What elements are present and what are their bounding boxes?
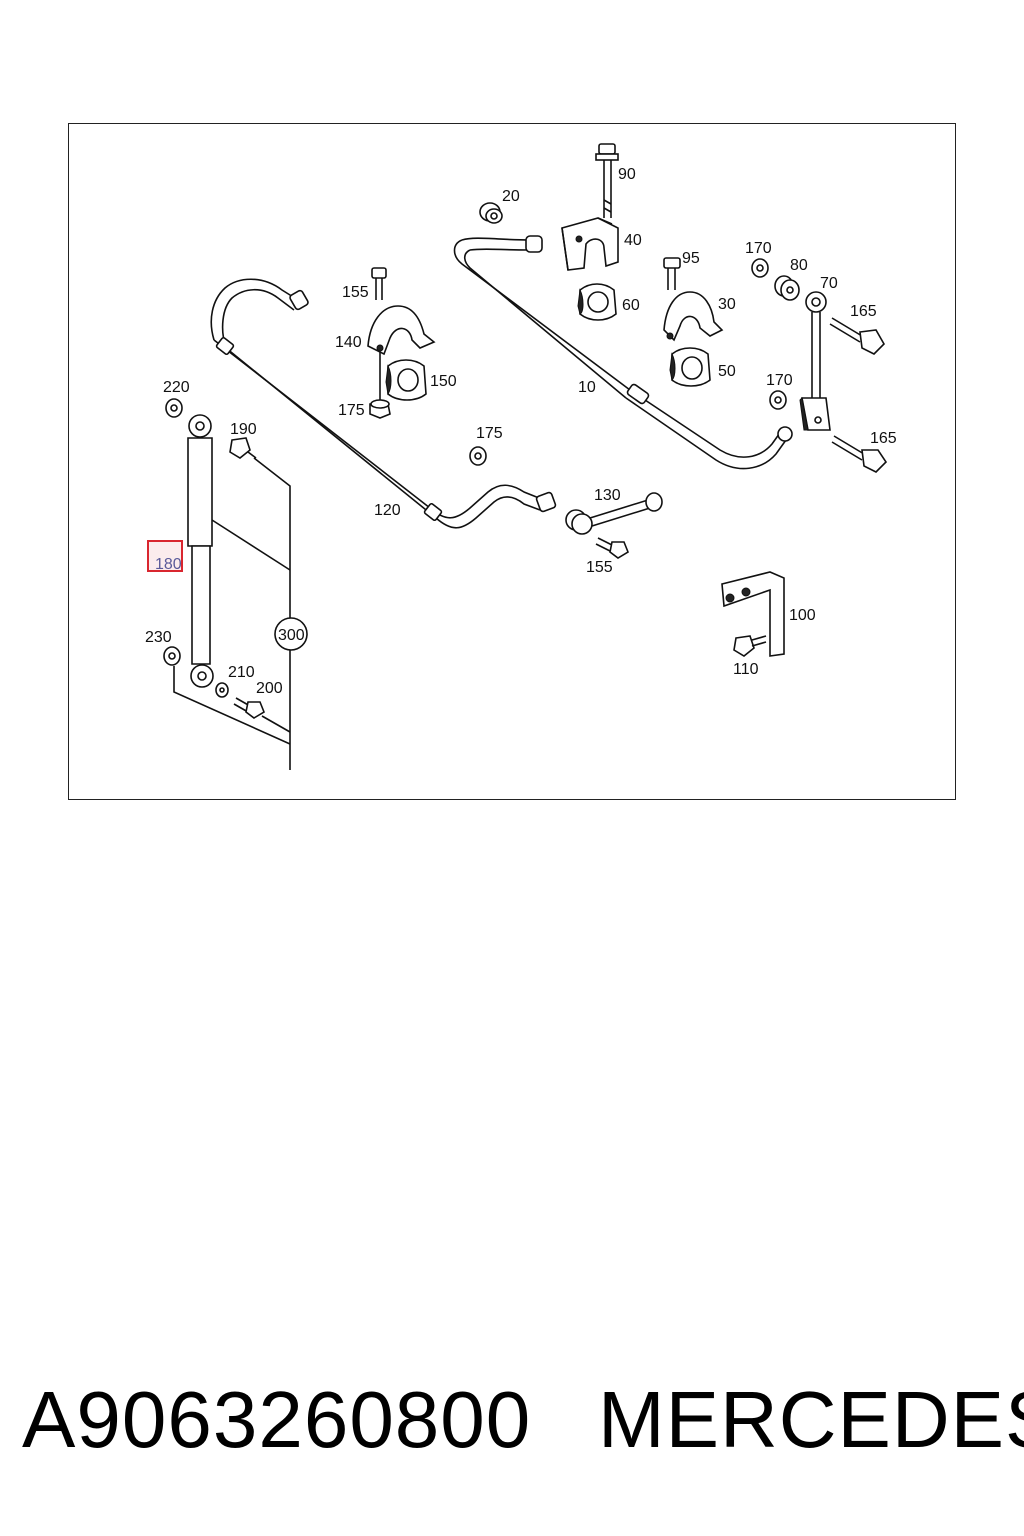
label-20: 20: [502, 188, 520, 205]
bolt-190: [229, 437, 257, 459]
clamp-40: [561, 217, 619, 271]
label-50: 50: [718, 363, 736, 380]
part-number: A9063260800: [22, 1375, 532, 1464]
washer-210: [215, 682, 229, 698]
label-180: 180: [155, 556, 182, 573]
label-165-top: 165: [850, 303, 877, 320]
label-95: 95: [682, 250, 700, 267]
highlight-box-180: [147, 540, 183, 572]
bolt-165-bottom: [831, 435, 888, 473]
washer-170-lower: [769, 390, 787, 410]
label-300: 300: [278, 627, 305, 644]
label-140: 140: [335, 334, 362, 351]
assembly-bracket-300: [173, 457, 308, 770]
label-130: 130: [594, 487, 621, 504]
bolt-165-top: [829, 317, 885, 355]
stabilizer-bar-10: [453, 235, 793, 470]
bracket-100: [721, 571, 785, 657]
label-165-bottom: 165: [870, 430, 897, 447]
bushing-80: [774, 275, 800, 301]
stabilizer-bar-120: [210, 278, 557, 529]
rubber-mount-50: [669, 347, 711, 387]
bolt-95: [663, 257, 681, 290]
label-120: 120: [374, 502, 401, 519]
washer-220: [165, 398, 183, 418]
label-200: 200: [256, 680, 283, 697]
label-190: 190: [230, 421, 257, 438]
label-10: 10: [578, 379, 596, 396]
shock-absorber-180: [187, 414, 214, 688]
washer-170-top: [751, 258, 769, 278]
label-70: 70: [820, 275, 838, 292]
label-80: 80: [790, 257, 808, 274]
label-155-top: 155: [342, 284, 369, 301]
brand-name: MERCEDES: [598, 1375, 1024, 1464]
label-40: 40: [624, 232, 642, 249]
clamp-30: [663, 291, 724, 342]
part-labels: 90 20 40 95 170 80 70 165 155 60 30 140 …: [145, 166, 897, 697]
label-220: 220: [163, 379, 190, 396]
nut-175-center: [469, 446, 487, 466]
label-155-lower: 155: [586, 559, 613, 576]
label-170-top: 170: [745, 240, 772, 257]
bolt-200: [233, 697, 265, 719]
label-60: 60: [622, 297, 640, 314]
bolt-90: [595, 143, 619, 218]
label-90: 90: [618, 166, 636, 183]
bolt-110: [733, 635, 767, 657]
bolt-155-lower: [595, 537, 629, 559]
nut-175-left: [369, 399, 391, 419]
label-175-left: 175: [338, 402, 365, 419]
label-230: 230: [145, 629, 172, 646]
label-150: 150: [430, 373, 457, 390]
link-130: [565, 492, 663, 535]
label-210: 210: [228, 664, 255, 681]
washer-230: [163, 646, 181, 666]
bushing-20: [479, 202, 503, 224]
label-110: 110: [733, 661, 759, 678]
clamp-140: [367, 305, 436, 356]
label-170-lower: 170: [766, 372, 793, 389]
rubber-mount-150: [385, 359, 427, 401]
bolt-155-top: [371, 267, 387, 300]
label-175-center: 175: [476, 425, 503, 442]
label-30: 30: [718, 296, 736, 313]
link-rod-70: [799, 291, 831, 431]
label-100: 100: [789, 607, 816, 624]
rubber-mount-60: [577, 283, 617, 321]
